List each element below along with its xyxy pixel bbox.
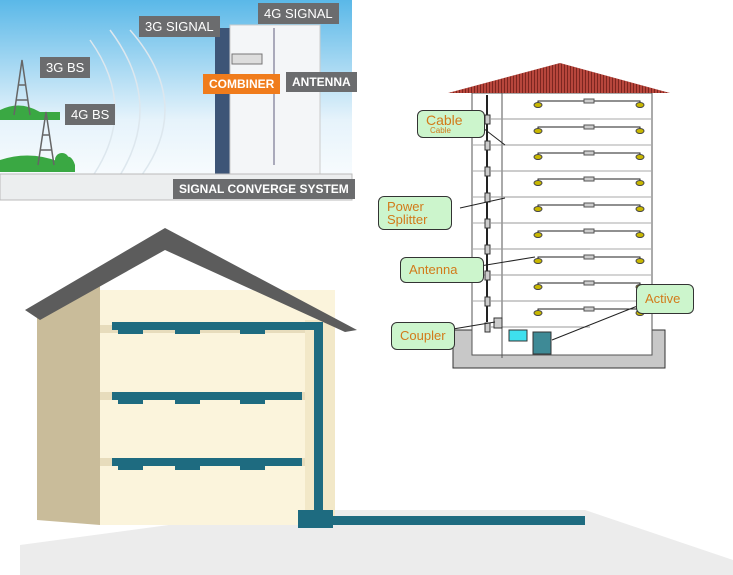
callout-coupler: Coupler (391, 322, 455, 350)
label-signal-converge-system: SIGNAL CONVERGE SYSTEM (173, 179, 355, 199)
ceiling-antenna-icon (533, 284, 543, 290)
power-splitter (484, 192, 491, 203)
label-combiner: COMBINER (203, 74, 281, 94)
power-splitter (484, 114, 491, 125)
tower-3g-icon (13, 59, 31, 116)
ceiling-antenna-icon (533, 310, 543, 316)
splitter (583, 280, 595, 286)
tower-4g-icon (37, 111, 55, 166)
power-splitter (484, 166, 491, 177)
splitter (583, 124, 595, 130)
ceiling-antenna-icon (533, 206, 543, 212)
blue-duct-network (112, 322, 585, 528)
callout-antenna: Antenna (400, 257, 484, 283)
coupler (493, 317, 503, 329)
label-4g-signal: 4G SIGNAL (258, 3, 339, 24)
active-unit (532, 331, 552, 355)
splitter (583, 254, 595, 260)
splitter (583, 150, 595, 156)
splitter (583, 228, 595, 234)
callout-active: Active (636, 284, 694, 314)
label-3g-bs: 3G BS (40, 57, 91, 78)
splitter (583, 176, 595, 182)
ceiling-antenna-icon (635, 102, 645, 108)
ceiling-antenna-icon (533, 102, 543, 108)
tree-icon (55, 153, 69, 167)
ceiling-antenna-icon (635, 128, 645, 134)
splitter (583, 306, 595, 312)
ceiling-antenna-icon (635, 180, 645, 186)
ceiling-antenna-icon (533, 154, 543, 160)
roof (448, 63, 670, 93)
ceiling-antenna-icon (533, 180, 543, 186)
ceiling-antenna-icon (635, 206, 645, 212)
ceiling-antenna-icon (635, 154, 645, 160)
power-splitter (484, 296, 491, 307)
power-splitter (484, 140, 491, 151)
das-building-diagram (446, 63, 670, 369)
power-splitter (484, 244, 491, 255)
house-roof (25, 228, 357, 332)
ceiling-antenna-icon (635, 258, 645, 264)
ceiling-antenna-icon (533, 128, 543, 134)
label-antenna: ANTENNA (286, 72, 357, 92)
ceiling-antenna-icon (533, 258, 543, 264)
splitter (583, 202, 595, 208)
label-3g-signal: 3G SIGNAL (139, 16, 220, 37)
ceiling-antenna-icon (533, 232, 543, 238)
ceiling-antenna-icon (635, 232, 645, 238)
building-side (215, 28, 230, 176)
label-4g-bs: 4G BS (65, 104, 116, 125)
splitter (583, 98, 595, 104)
combiner-box (231, 53, 263, 65)
power-splitter (484, 322, 491, 333)
power-splitter (484, 270, 491, 281)
callout-power-splitter: Power Splitter (378, 196, 452, 230)
house-illustration (20, 228, 733, 575)
power-splitter (484, 218, 491, 229)
